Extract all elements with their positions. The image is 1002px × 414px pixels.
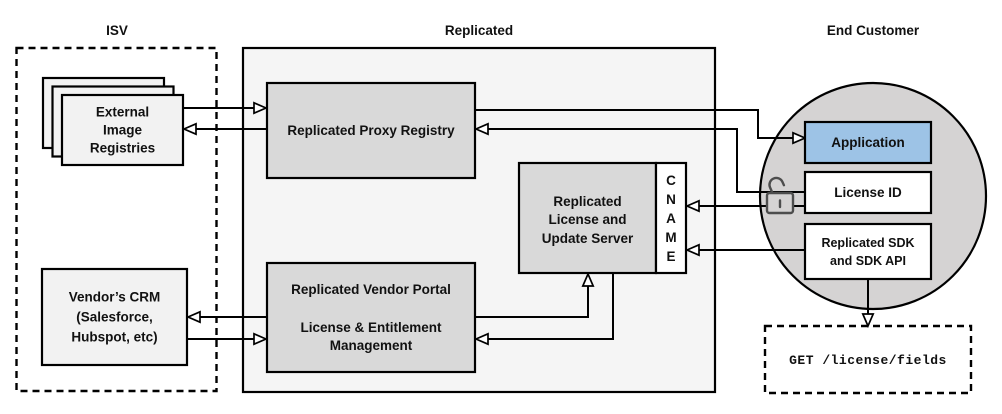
- sdk-label-line2: and SDK API: [830, 254, 906, 268]
- arrowhead-into-portal-left: [253, 332, 269, 346]
- arrow-portal-to-server: [475, 286, 589, 318]
- license-server-label-line2: License and: [548, 212, 626, 227]
- replicated-title: Replicated: [445, 23, 513, 38]
- arrowhead-into-crm: [185, 310, 201, 324]
- arrowhead-into-portal-right: [473, 332, 489, 346]
- get-license-fields-label: GET /license/fields: [789, 353, 947, 368]
- arrowhead-into-cname-bottom: [684, 243, 700, 257]
- cname-letter-a: A: [666, 211, 676, 226]
- cname-letter-c: C: [666, 173, 676, 188]
- proxy-registry-box: [265, 81, 477, 180]
- vendor-portal-box: [265, 261, 477, 374]
- registries-label-line1: External: [96, 105, 149, 120]
- vendor-portal-label-line2: License & Entitlement: [300, 320, 442, 335]
- cname-letter-n: N: [666, 192, 676, 207]
- registry-stack-front: [60, 93, 185, 167]
- application-label: Application: [831, 135, 905, 150]
- isv-boundary: [15, 46, 218, 393]
- replicated-sdk-node: Replicated SDK and SDK API: [803, 222, 933, 281]
- cname-letter-m: M: [665, 230, 676, 245]
- vendors-crm-node: Vendor’s CRM (Salesforce, Hubspot, etc): [40, 267, 189, 367]
- registries-label-line2: Image: [103, 123, 143, 138]
- arrowhead-into-registries: [181, 122, 197, 136]
- padlock-shackle: [768, 176, 786, 195]
- crm-label-line1: Vendor’s CRM: [69, 290, 161, 305]
- license-id-node: License ID: [803, 170, 933, 215]
- proxy-registry-node: Replicated Proxy Registry: [265, 81, 477, 180]
- arrowhead-into-proxy-left: [253, 101, 269, 115]
- get-license-fields-box: [763, 324, 973, 395]
- arrowhead-into-proxy-right: [473, 122, 489, 136]
- license-id-box: [803, 170, 933, 215]
- crm-label-line2: (Salesforce,: [76, 310, 153, 325]
- vendors-crm-box: [40, 267, 189, 367]
- cname-letter-e: E: [666, 249, 675, 264]
- arrowhead-into-server: [581, 271, 595, 287]
- license-server-box: [517, 161, 658, 275]
- replicated-sdk-box: [803, 222, 933, 281]
- license-server-label-line3: Update Server: [542, 231, 634, 246]
- license-id-label: License ID: [834, 185, 902, 200]
- license-update-server-node: Replicated License and Update Server: [517, 161, 658, 275]
- get-license-fields-node: GET /license/fields: [763, 324, 973, 395]
- application-box: [803, 120, 933, 165]
- proxy-registry-label: Replicated Proxy Registry: [287, 123, 455, 138]
- registries-label-line3: Registries: [90, 141, 155, 156]
- unlocked-padlock-icon: [765, 176, 795, 215]
- vendor-portal-label-line3: Management: [330, 338, 413, 353]
- cname-box: [654, 161, 688, 275]
- external-image-registries-node: External Image Registries: [41, 76, 185, 167]
- arrowhead-into-get: [861, 313, 875, 329]
- license-server-label-line1: Replicated: [553, 194, 621, 209]
- crm-label-line3: Hubspot, etc): [71, 330, 157, 345]
- cname-node: C N A M E: [654, 161, 688, 275]
- sdk-label-line1: Replicated SDK: [821, 236, 914, 250]
- vendor-portal-label-line1: Replicated Vendor Portal: [291, 282, 451, 297]
- arrow-proxy-to-application: [475, 109, 793, 139]
- arrow-server-to-portal: [488, 273, 614, 340]
- application-node: Application: [803, 120, 933, 165]
- arrowhead-into-application: [792, 131, 808, 145]
- vendor-portal-node: Replicated Vendor Portal License & Entit…: [265, 261, 477, 374]
- end-customer-title: End Customer: [827, 23, 920, 38]
- isv-title: ISV: [106, 23, 128, 38]
- arrowhead-into-cname-top: [684, 199, 700, 213]
